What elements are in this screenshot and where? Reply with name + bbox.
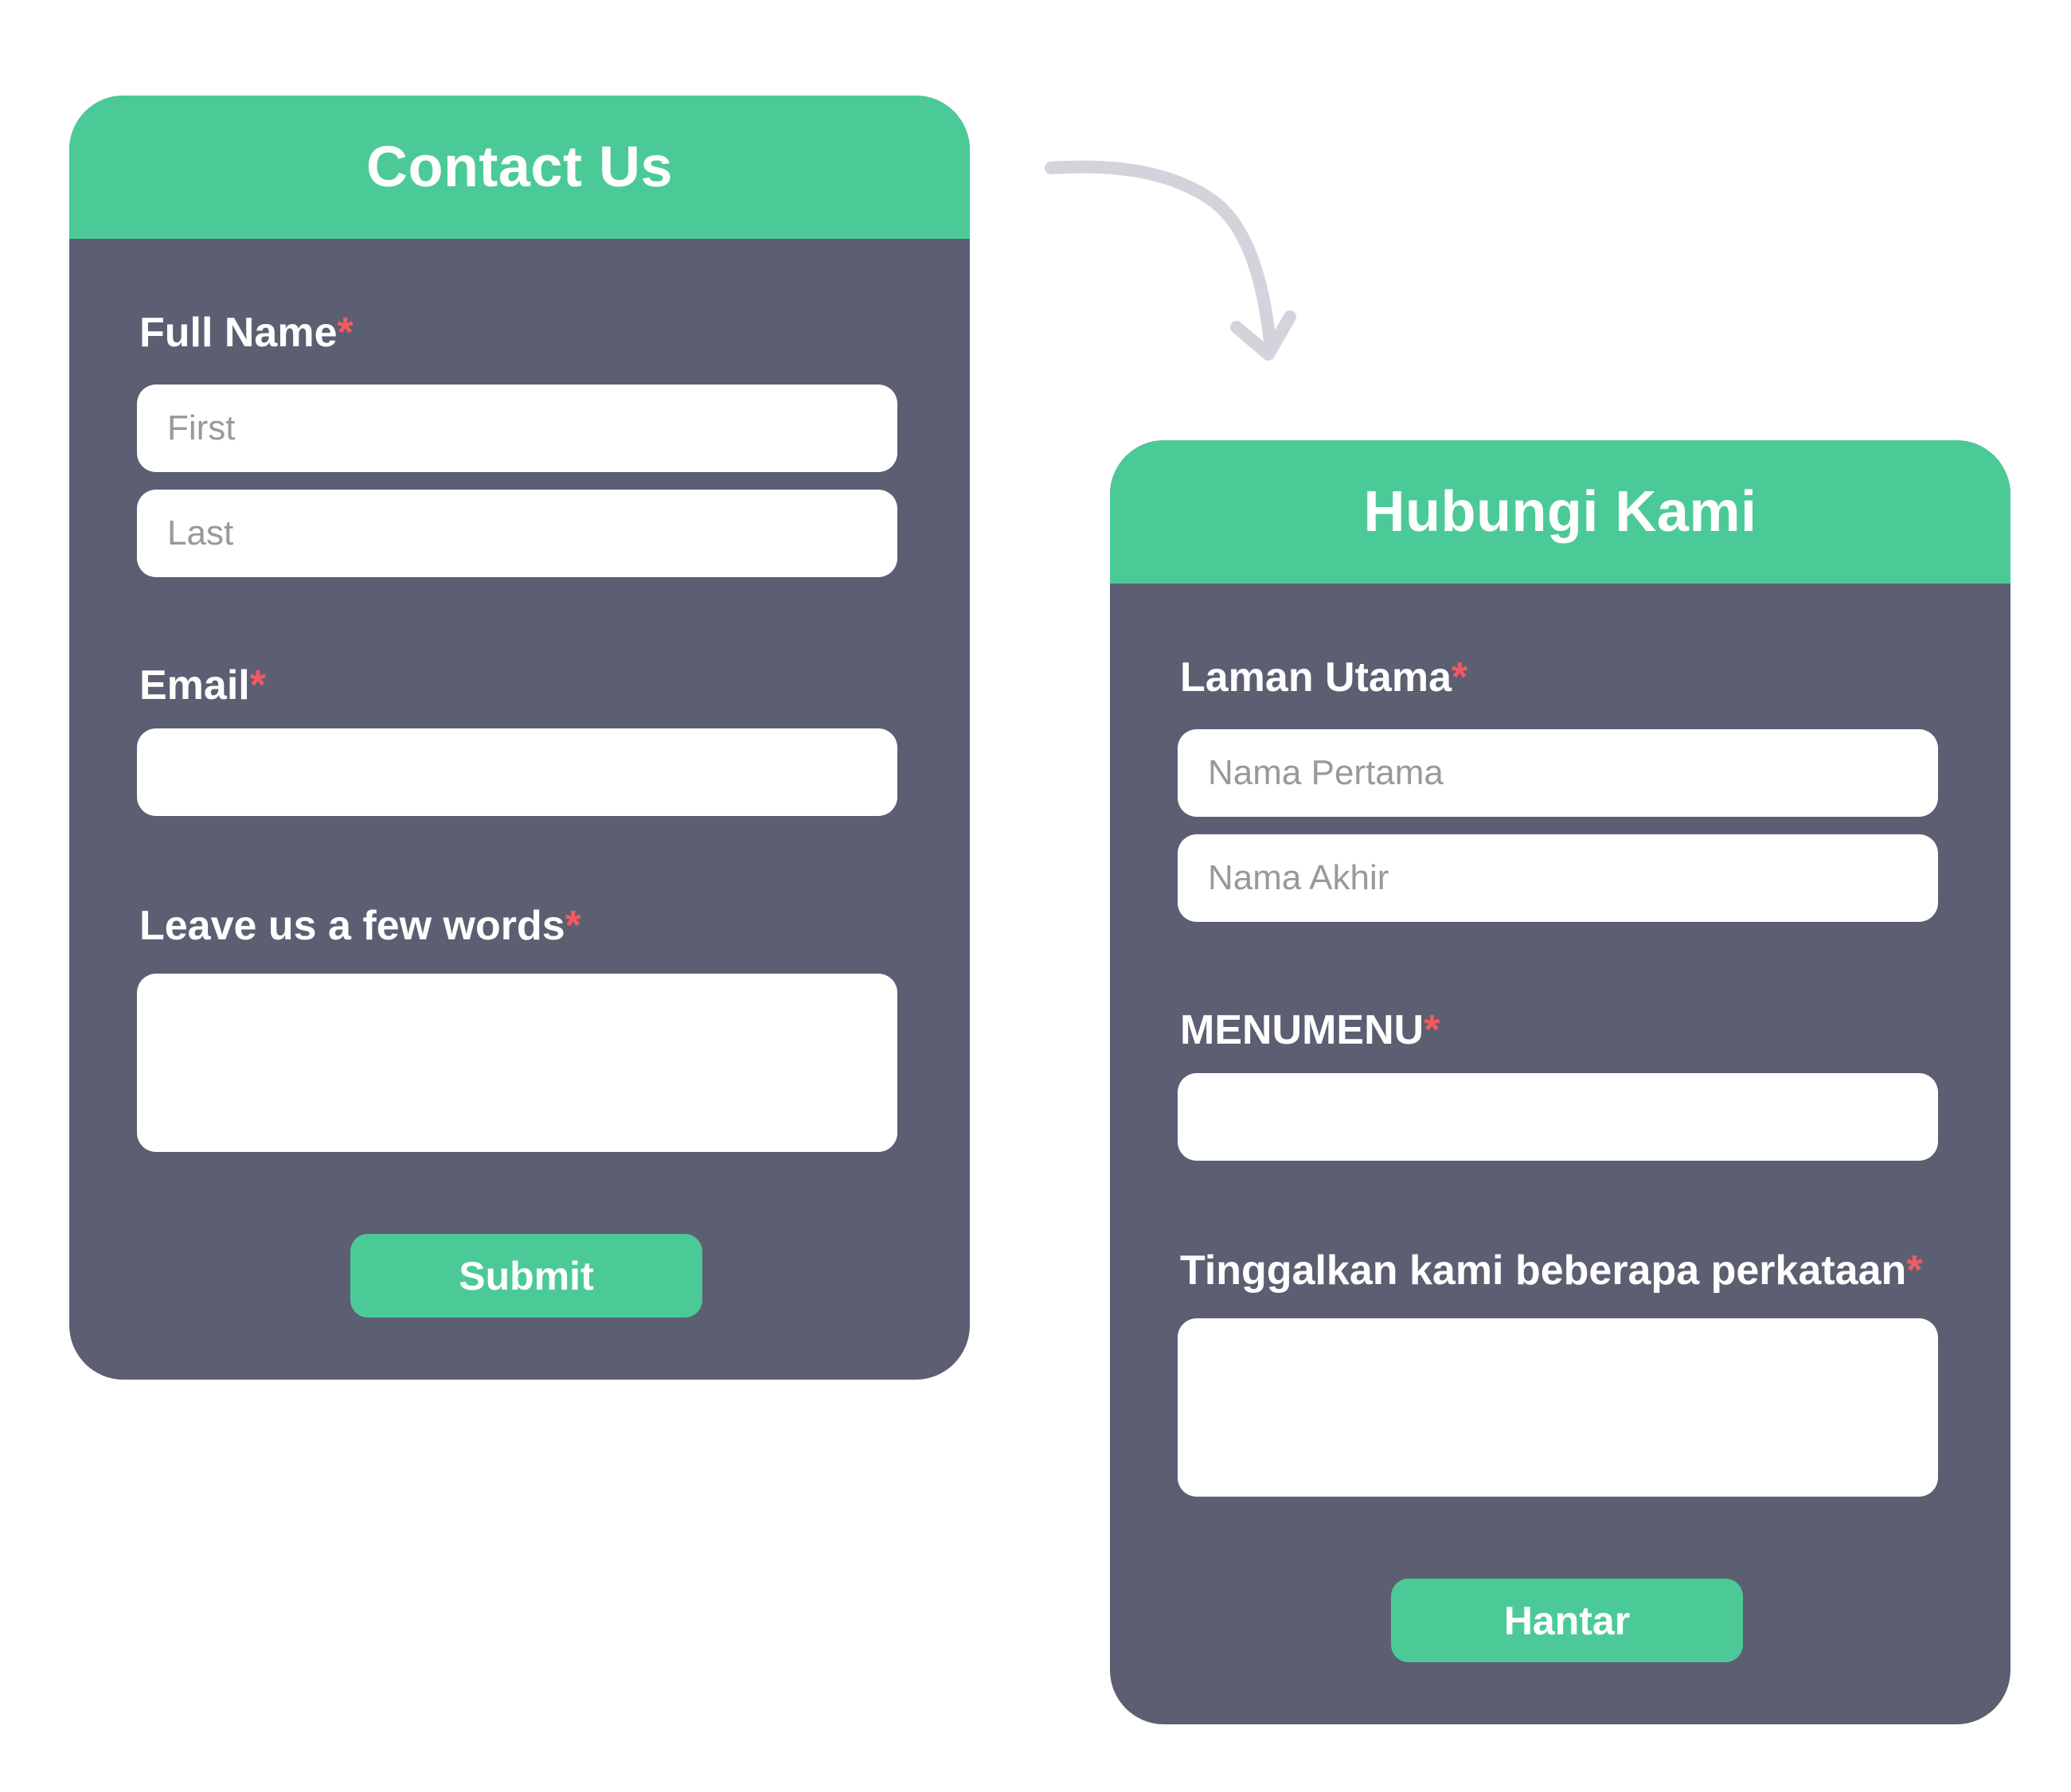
required-asterisk: *: [1452, 654, 1468, 701]
message-label: Tinggalkan kami beberapa perkataan*: [1180, 1250, 1923, 1291]
curved-arrow-icon: [1045, 160, 1296, 361]
full-name-label: Full Name*: [139, 312, 354, 353]
email-label: Email*: [139, 665, 266, 706]
contact-form-english: Contact Us Full Name* Email* Leave us a …: [69, 96, 970, 1380]
submit-button[interactable]: Hantar: [1391, 1579, 1743, 1662]
first-name-input[interactable]: [137, 385, 897, 472]
email-input[interactable]: [137, 728, 897, 816]
form-title: Contact Us: [365, 135, 674, 199]
email-input[interactable]: [1178, 1073, 1938, 1161]
required-asterisk: *: [565, 903, 581, 949]
email-label-text: Email: [139, 662, 250, 709]
form-header: Hubungi Kami: [1110, 440, 2010, 584]
last-name-input[interactable]: [137, 490, 897, 577]
submit-button[interactable]: Submit: [350, 1234, 702, 1318]
last-name-input[interactable]: [1178, 834, 1938, 922]
full-name-label-text: Full Name: [139, 310, 338, 356]
form-header: Contact Us: [69, 96, 970, 239]
contact-form-malay: Hubungi Kami Laman Utama* MENUMENU* Ting…: [1110, 440, 2010, 1724]
required-asterisk: *: [1424, 1007, 1440, 1053]
full-name-label: Laman Utama*: [1180, 657, 1467, 698]
message-label-text: Leave us a few words: [139, 903, 565, 949]
form-title: Hubungi Kami: [1363, 480, 1757, 544]
first-name-input[interactable]: [1178, 729, 1938, 817]
message-label: Leave us a few words*: [139, 905, 581, 947]
email-label: MENUMENU*: [1180, 1009, 1440, 1051]
required-asterisk: *: [337, 310, 354, 356]
arrow-head: [1230, 310, 1296, 361]
message-textarea[interactable]: [1178, 1318, 1938, 1497]
email-label-text: MENUMENU: [1180, 1007, 1424, 1053]
required-asterisk: *: [1906, 1247, 1923, 1294]
required-asterisk: *: [249, 662, 266, 709]
message-textarea[interactable]: [137, 974, 897, 1152]
full-name-label-text: Laman Utama: [1180, 654, 1452, 701]
message-label-text: Tinggalkan kami beberapa perkataan: [1180, 1247, 1907, 1294]
arrow-shaft: [1045, 160, 1276, 349]
